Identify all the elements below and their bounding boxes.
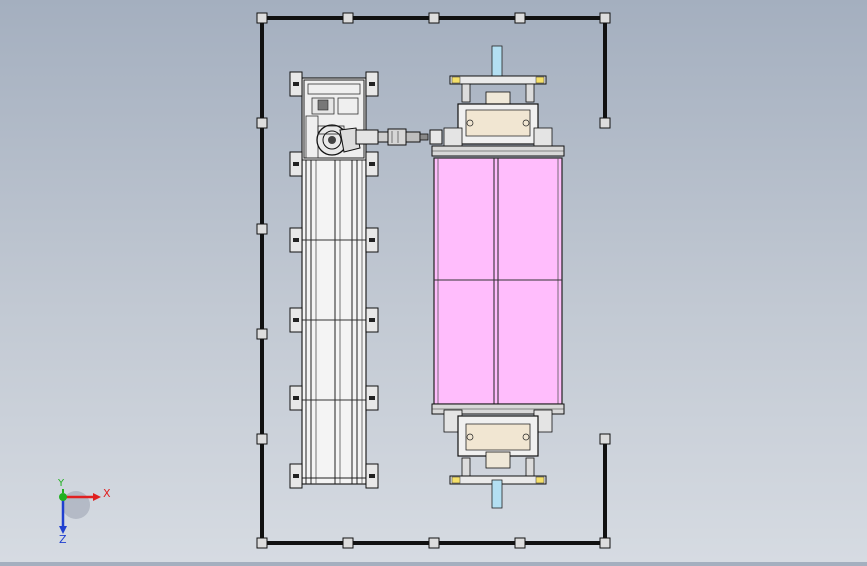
- y-axis-label: Y: [57, 478, 65, 489]
- highlighted-part: [433, 157, 563, 405]
- foot-bolts: [293, 82, 375, 478]
- linear-conveyor: [301, 77, 367, 485]
- z-axis-head: [59, 526, 67, 534]
- fence-posts: [256, 12, 611, 549]
- z-axis-label: Z: [59, 533, 67, 546]
- bottom-fixture: [431, 403, 565, 509]
- x-axis-label: X: [103, 487, 111, 500]
- robot-arm: [355, 128, 443, 146]
- top-fixture: [431, 45, 565, 157]
- axis-triad: X Y Z: [57, 478, 111, 546]
- y-axis-dot: [59, 493, 67, 501]
- x-axis-head: [93, 493, 101, 501]
